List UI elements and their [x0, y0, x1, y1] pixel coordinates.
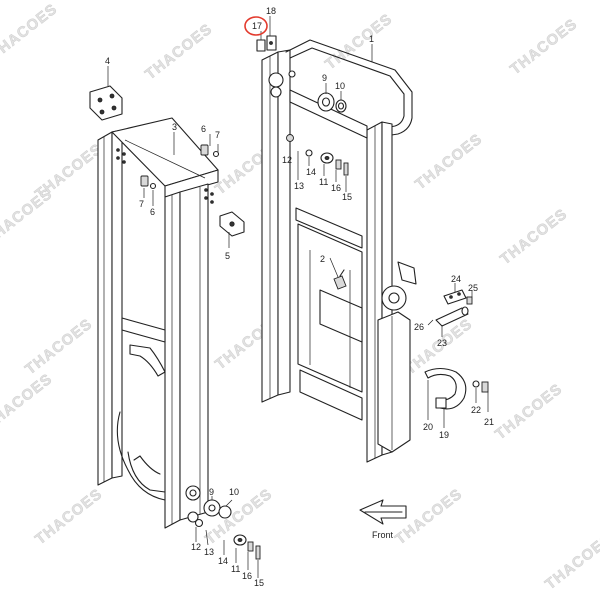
watermark: THACOES — [22, 315, 96, 378]
watermark: THACOES — [492, 380, 566, 443]
outer-mast — [97, 117, 219, 529]
callout-24: 24 — [451, 274, 461, 284]
callout-5: 5 — [225, 251, 230, 261]
callout-15: 15 — [342, 192, 352, 202]
callout-2: 2 — [320, 254, 325, 264]
callout-25: 25 — [468, 283, 478, 293]
callout-22: 22 — [471, 405, 481, 415]
watermark: THACOES — [507, 15, 581, 78]
callout-21: 21 — [484, 417, 494, 427]
part-2-grease-fitting — [333, 269, 347, 290]
part-23-24-25-pin — [435, 289, 473, 327]
callout-13b: 13 — [204, 547, 214, 557]
callout-14: 14 — [306, 167, 316, 177]
watermark: THACOES — [542, 530, 600, 593]
callout-18: 18 — [266, 6, 276, 16]
callout-labels: 1 2 3 4 5 6 7 7 6 8 9 10 12 13 14 11 16 … — [105, 6, 494, 588]
front-arrow: Front — [359, 499, 407, 540]
bolts-upper — [140, 144, 220, 190]
callout-14b: 14 — [218, 556, 228, 566]
watermark: THACOES — [0, 0, 61, 63]
callout-10b: 10 — [229, 487, 239, 497]
callout-13: 13 — [294, 181, 304, 191]
callout-7: 7 — [215, 130, 220, 140]
callout-3: 3 — [172, 122, 177, 132]
callout-11b: 11 — [231, 564, 240, 574]
part-19-20-clamp — [424, 367, 467, 410]
part-9-10-roller — [317, 92, 347, 113]
watermark: THACOES — [412, 130, 486, 193]
part-17-highlight — [244, 16, 268, 36]
callout-20: 20 — [423, 422, 433, 432]
leader-lines — [107, 16, 489, 578]
callout-12: 12 — [282, 155, 292, 165]
watermark: THACOES — [0, 370, 56, 433]
inner-mast — [261, 39, 417, 463]
callout-7b: 7 — [139, 199, 144, 209]
front-label: Front — [372, 530, 394, 540]
callout-10: 10 — [335, 81, 345, 91]
callout-26: 26 — [414, 322, 424, 332]
watermark: THACOES — [0, 185, 56, 248]
callout-9b: 9 — [209, 487, 214, 497]
part-17-18-plates — [256, 35, 277, 52]
callout-6b: 6 — [150, 207, 155, 217]
callout-16: 16 — [331, 183, 341, 193]
callout-15b: 15 — [254, 578, 264, 588]
callout-19: 19 — [439, 430, 449, 440]
part-21-22-bolt — [472, 380, 489, 393]
callout-6: 6 — [201, 124, 206, 134]
callout-9: 9 — [322, 73, 327, 83]
part-5-bracket — [219, 211, 245, 237]
callout-1: 1 — [369, 34, 374, 44]
callout-11: 11 — [319, 177, 328, 187]
callout-23: 23 — [437, 338, 447, 348]
watermark: THACOES — [142, 20, 216, 83]
mast-bolt-holes — [116, 148, 214, 204]
callout-17: 17 — [252, 21, 262, 31]
callout-16b: 16 — [242, 571, 252, 581]
part-4-bracket — [89, 85, 123, 121]
watermark: THACOES — [497, 205, 571, 268]
callout-4: 4 — [105, 56, 110, 66]
callout-12b: 12 — [191, 542, 201, 552]
watermark: THACOES — [32, 485, 106, 548]
watermark: THACOES — [322, 10, 396, 73]
parts-11-16-fasteners-upper — [286, 134, 349, 176]
